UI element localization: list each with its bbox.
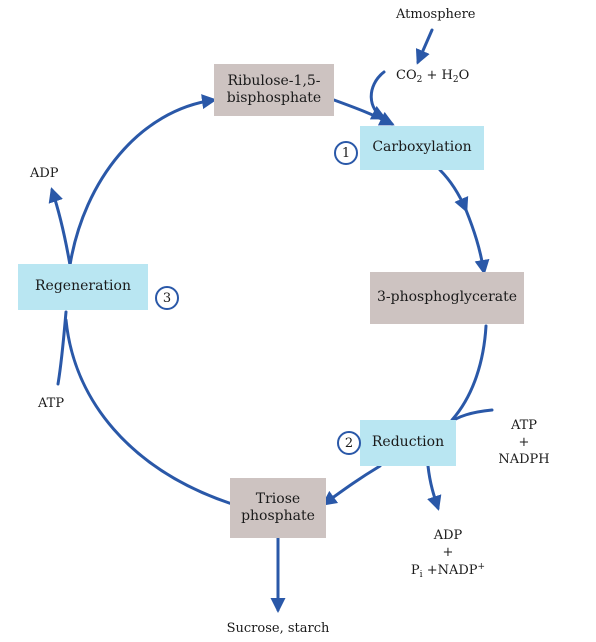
rubp-label-line2: bisphosphate: [226, 90, 322, 106]
adp-output-label: ADP: [30, 166, 59, 181]
pga-label: 3-phosphoglycerate: [376, 289, 518, 306]
regeneration-to-adp-arrow: [48, 187, 72, 267]
atp-input-arrow: [56, 310, 68, 386]
reduction-output-label: ADP + Pi +NADP+: [410, 528, 486, 580]
rubp-box: Ribulose-1,5- bisphosphate: [214, 64, 334, 116]
reduction-input-label: ATP + NADPH: [498, 418, 550, 467]
triose-label-line2: phosphate: [241, 508, 315, 524]
mid-to-pga-arrow: [464, 208, 490, 275]
triose-phosphate-box: Triose phosphate: [230, 478, 326, 538]
atmosphere-label: Atmosphere: [396, 7, 476, 22]
triose-to-regeneration-arrow: [64, 318, 234, 506]
carboxylation-to-mid-arrow: [438, 168, 469, 213]
rubp-label-line1: Ribulose-1,5-: [227, 72, 321, 89]
carboxylation-label: Carboxylation: [372, 139, 472, 156]
regeneration-to-rubp-arrow: [68, 94, 217, 267]
reduction-to-triose-arrow: [321, 464, 382, 506]
regeneration-box: Regeneration: [18, 264, 148, 310]
co2-input-arrow: [369, 70, 387, 120]
carboxylation-box: Carboxylation: [360, 126, 484, 170]
reduction-output-arrow: [426, 464, 442, 511]
reduction-box: Reduction: [360, 420, 456, 466]
rubp-to-carboxylation-arrow: [332, 98, 395, 126]
regeneration-label: Regeneration: [35, 278, 131, 295]
step-1-badge: 1: [334, 141, 358, 165]
atp-input-label: ATP: [38, 396, 65, 411]
co2-h2o-label: CO2 + H2O: [396, 68, 470, 85]
step-2-badge: 2: [337, 431, 361, 455]
pga-to-reduction-arrow: [450, 324, 488, 422]
sucrose-starch-label: Sucrose, starch: [226, 621, 330, 636]
triose-label-line1: Triose: [255, 490, 301, 507]
atmosphere-arrow: [415, 28, 434, 65]
reduction-label: Reduction: [371, 434, 445, 451]
pga-box: 3-phosphoglycerate: [370, 272, 524, 324]
step-3-badge: 3: [155, 286, 179, 310]
